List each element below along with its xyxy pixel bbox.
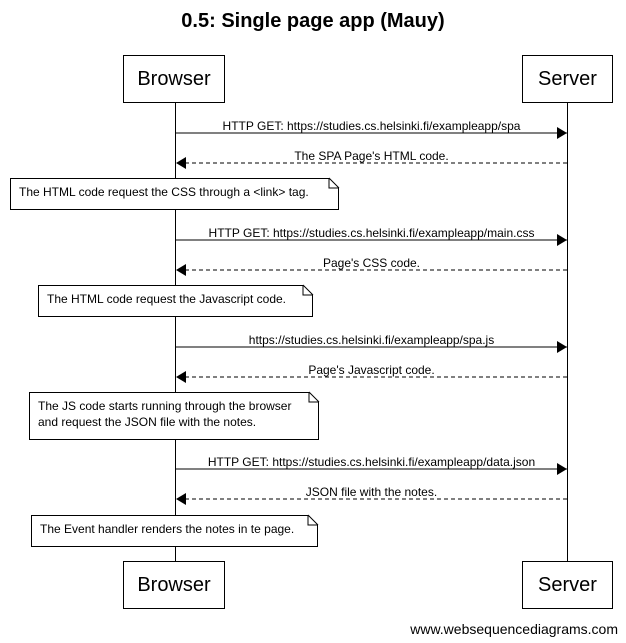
- note-text: The HTML code request the CSS through a …: [19, 185, 309, 199]
- browser-lifeline: [175, 103, 176, 561]
- note-text-line-1: The JS code starts running through the b…: [38, 399, 292, 413]
- note-event-handler: The Event handler renders the notes in t…: [31, 515, 318, 547]
- browser-actor-label: Browser: [137, 573, 211, 596]
- note-fold-1-edge: [328, 177, 340, 189]
- message-label-2: The SPA Page's HTML code.: [294, 149, 449, 163]
- server-actor-top: Server: [522, 55, 613, 103]
- note-fold-3: [308, 392, 319, 403]
- server-actor-label: Server: [538, 573, 597, 596]
- message-label-6: Page's Javascript code.: [308, 363, 435, 377]
- browser-actor-top: Browser: [123, 55, 225, 103]
- note-text: The Event handler renders the notes in t…: [40, 522, 295, 536]
- note-fold-4: [307, 515, 318, 526]
- message-label-8: JSON file with the notes.: [305, 485, 438, 499]
- message-label-5: https://studies.cs.helsinki.fi/exampleap…: [248, 333, 495, 347]
- note-fold-1: [328, 178, 339, 189]
- message-label-1: HTTP GET: https://studies.cs.helsinki.fi…: [222, 119, 521, 133]
- note-fold-2-edge: [302, 284, 314, 296]
- note-fold-4-edge: [307, 514, 319, 526]
- diagram-title: 0.5: Single page app (Mauy): [181, 10, 445, 32]
- server-actor-bottom: Server: [522, 561, 613, 609]
- browser-actor-bottom: Browser: [123, 561, 225, 609]
- note-fold-3-edge: [308, 391, 320, 403]
- note-js-request: The HTML code request the Javascript cod…: [38, 285, 313, 317]
- watermark: www.websequencediagrams.com: [410, 621, 618, 637]
- server-lifeline: [567, 103, 568, 561]
- message-label-4: Page's CSS code.: [322, 256, 420, 270]
- message-label-3: HTTP GET: https://studies.cs.helsinki.fi…: [208, 226, 535, 240]
- note-text: The HTML code request the Javascript cod…: [47, 292, 287, 306]
- note-css-request: The HTML code request the CSS through a …: [10, 178, 339, 210]
- note-text-line-2: and request the JSON file with the notes…: [38, 415, 257, 429]
- note-fold-2: [302, 285, 313, 296]
- server-actor-label: Server: [538, 67, 597, 90]
- message-label-7: HTTP GET: https://studies.cs.helsinki.fi…: [207, 455, 536, 469]
- note-js-running: The JS code starts running through the b…: [29, 392, 319, 440]
- browser-actor-label: Browser: [137, 67, 211, 90]
